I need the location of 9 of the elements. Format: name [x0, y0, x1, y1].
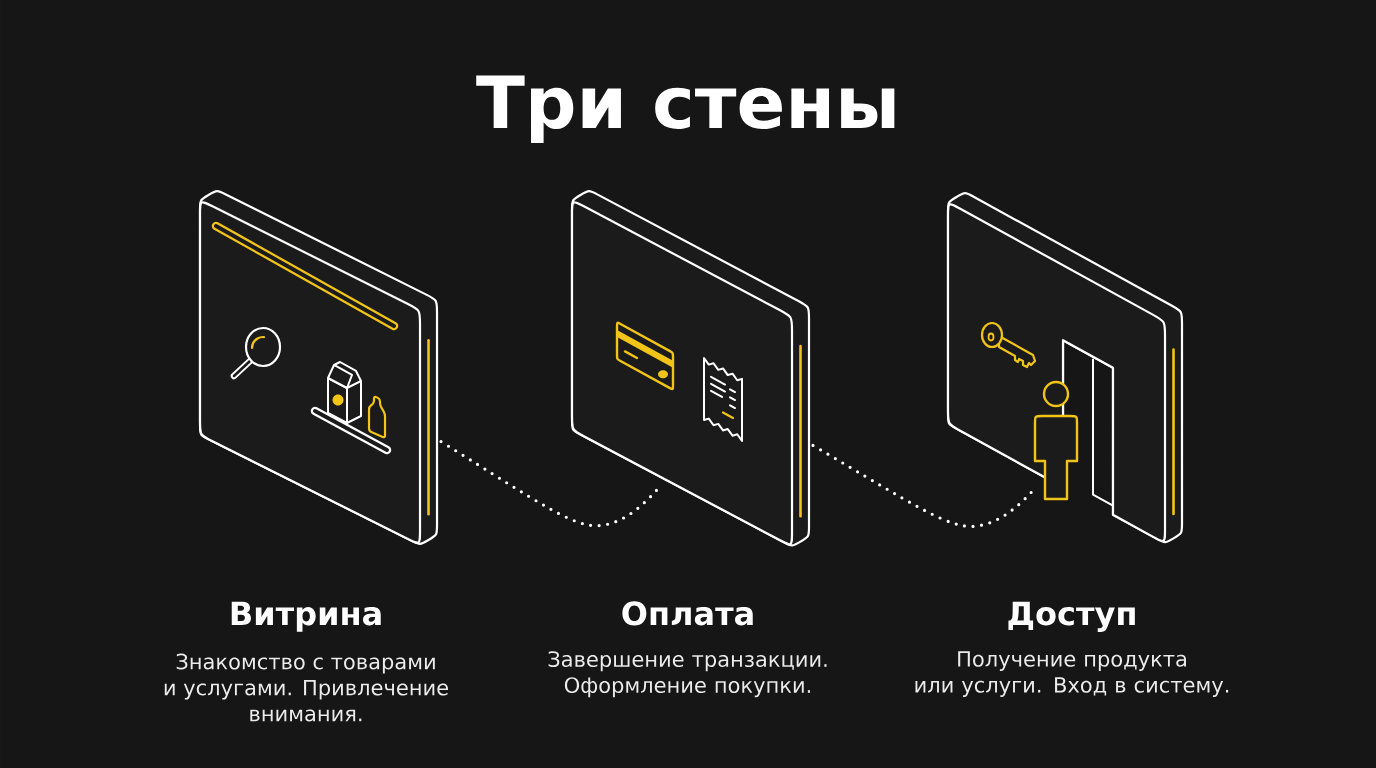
description: Получение продукта или услуги. Вход в систему. — [915, 651, 1229, 697]
heading: Доступ — [1008, 601, 1135, 632]
heading: Витрина — [231, 601, 381, 632]
heading: Оплата — [622, 601, 753, 626]
description: Знакомство с товарами и услугами. Привлечение внимания. — [164, 653, 448, 722]
dotted-line — [811, 443, 1036, 528]
title: Три стены — [476, 75, 895, 143]
dotted-line — [439, 440, 660, 528]
description: Завершение транзакции. Оформление покупки. — [548, 651, 827, 698]
